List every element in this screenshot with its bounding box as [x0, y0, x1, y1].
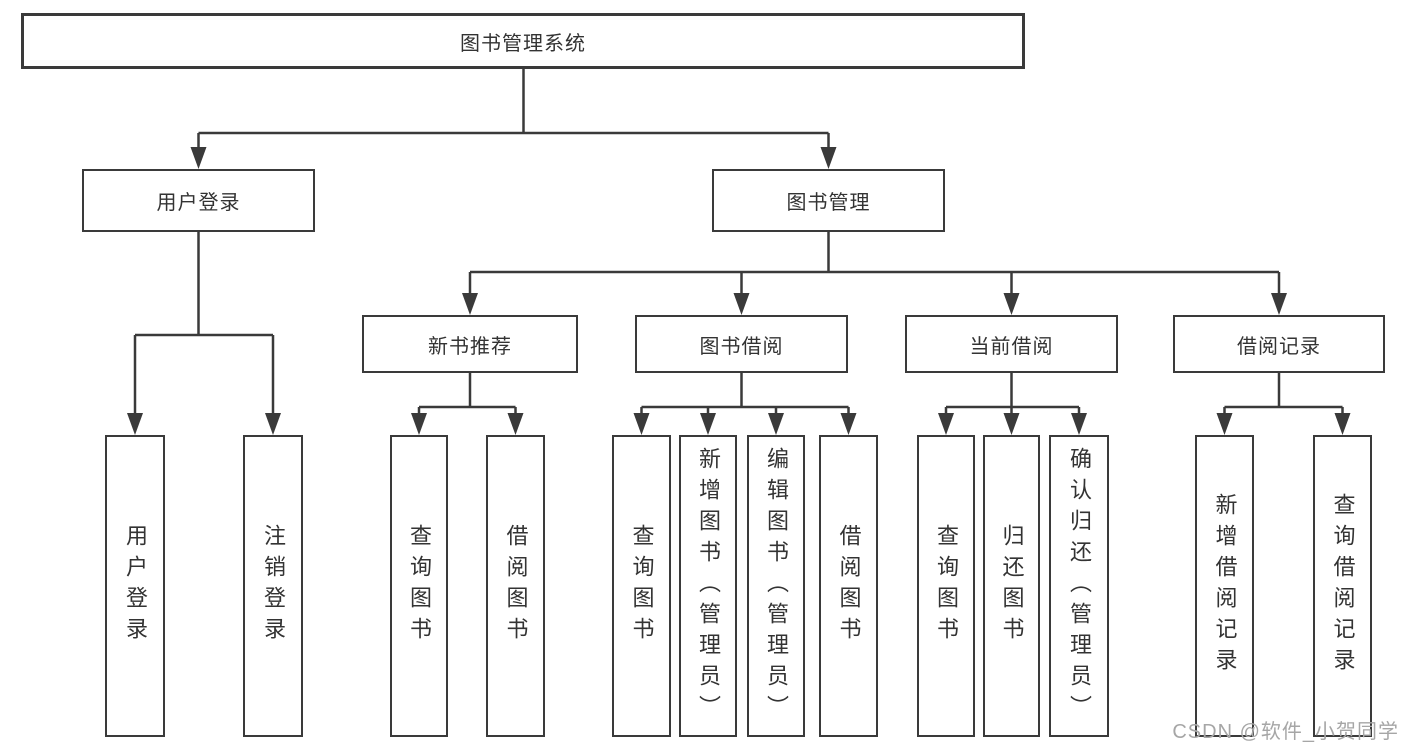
leaf-add-borrow-record: 新增借阅记录 — [1195, 435, 1254, 737]
watermark: CSDN @软件_小贺同学 — [1172, 721, 1399, 743]
node-borrowing-records: 借阅记录 — [1173, 315, 1385, 373]
node-book-management: 图书管理 — [712, 169, 945, 232]
arrowheads — [127, 147, 1351, 435]
leaf-user-login: 用户登录 — [105, 435, 165, 737]
leaf-borrow-book-1: 借阅图书 — [486, 435, 545, 737]
node-current-borrowing: 当前借阅 — [905, 315, 1118, 373]
node-root: 图书管理系统 — [21, 13, 1025, 69]
leaf-confirm-return-admin: 确认归还（管理员） — [1049, 435, 1109, 737]
node-new-book-recommend: 新书推荐 — [362, 315, 578, 373]
leaf-add-book-admin: 新增图书（管理员） — [679, 435, 737, 737]
leaf-logout: 注销登录 — [243, 435, 303, 737]
leaf-borrow-book-2: 借阅图书 — [819, 435, 878, 737]
leaf-query-borrow-record: 查询借阅记录 — [1313, 435, 1372, 737]
node-user-login: 用户登录 — [82, 169, 315, 232]
node-book-borrowing: 图书借阅 — [635, 315, 848, 373]
leaf-edit-book-admin: 编辑图书（管理员） — [747, 435, 805, 737]
leaf-query-book-3: 查询图书 — [917, 435, 975, 737]
leaf-query-book-1: 查询图书 — [390, 435, 448, 737]
leaf-return-book: 归还图书 — [983, 435, 1040, 737]
leaf-query-book-2: 查询图书 — [612, 435, 671, 737]
